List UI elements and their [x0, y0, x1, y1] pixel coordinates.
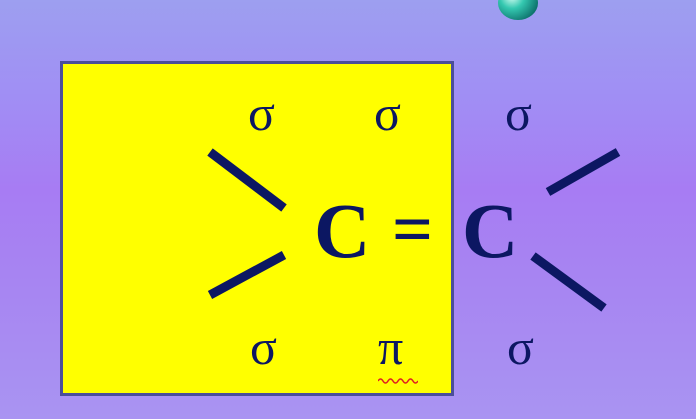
bond-line-lower-left: [207, 251, 287, 299]
sigma-label-top-left: σ: [248, 85, 275, 141]
sigma-pi-highlight-box: [60, 61, 454, 396]
bond-line-upper-right: [545, 148, 621, 196]
double-bond-sign: =: [392, 189, 434, 269]
carbon-left: C: [314, 187, 371, 274]
sigma-label-top-right: σ: [505, 85, 532, 141]
spellcheck-underline: [378, 378, 418, 384]
carbon-right: C: [462, 187, 519, 274]
bond-line-lower-right: [530, 252, 607, 312]
sigma-label-top-middle: σ: [374, 85, 401, 141]
teal-sphere-decoration: [498, 0, 538, 20]
bond-line-upper-left: [207, 148, 287, 212]
sigma-label-bottom-left: σ: [250, 319, 277, 375]
pi-label-bottom-middle: π: [378, 319, 404, 375]
sigma-label-bottom-right: σ: [507, 319, 534, 375]
